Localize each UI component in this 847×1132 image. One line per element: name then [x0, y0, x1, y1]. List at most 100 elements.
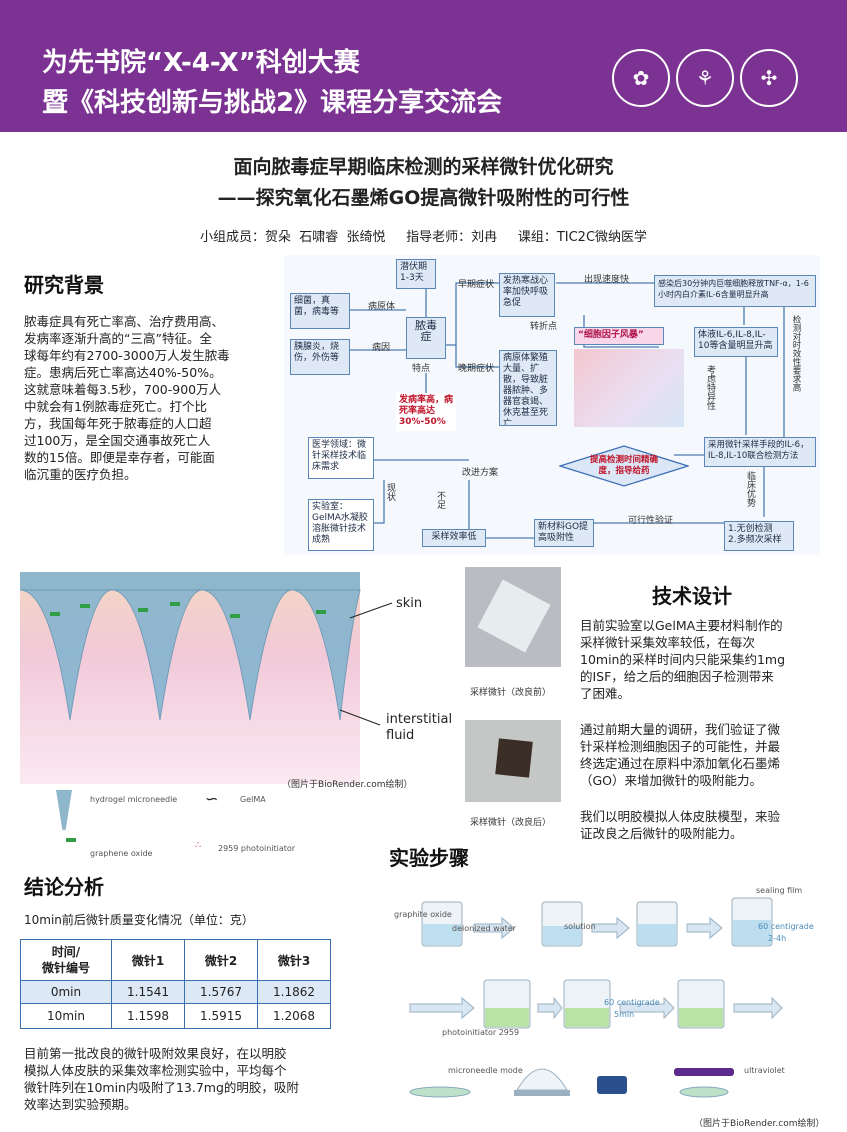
photoinitiator-legend-icon: ∴	[195, 840, 202, 851]
table-cell: 1.1541	[111, 980, 185, 1004]
sepsis-box: 脓毒症	[406, 317, 446, 359]
improve-label: 改进方案	[462, 468, 499, 478]
status-label: 现状	[385, 483, 395, 501]
legend-photoinitiator: 2959 photoinitiator	[218, 844, 296, 853]
turn-label: 转折点	[530, 322, 558, 332]
method-box: 采用微针采样手段的IL-6，IL-8,IL-10联合检测方法	[704, 437, 816, 467]
diamond-text: 提高检测时间精确度，指导给药	[589, 455, 658, 476]
table-cell: 1.1598	[111, 1003, 185, 1029]
xian-emblem-icon: ⚘	[676, 49, 734, 107]
table-row: 0min 1.1541 1.5767 1.1862	[20, 980, 331, 1004]
table-cell: 1.2068	[257, 1003, 331, 1029]
consider-label: 考虑特异性	[705, 365, 715, 410]
gelma-legend-icon: ∽	[205, 789, 219, 808]
timely-label: 检测对时效性要求高	[791, 315, 801, 392]
lab-box: 实验室：GelMA水凝胶溶胀微针技术成熟	[308, 499, 374, 551]
step-label-solution: solution	[564, 922, 596, 931]
table-header-needle2: 微针2	[184, 939, 258, 981]
medical-box: 医学领域：微针采样技术临床需求	[308, 437, 374, 479]
tnf-box: 感染后30分钟内巨噬细胞释放TNF-α，1-6小时内白介素IL-6含量明显升高	[654, 275, 816, 307]
legend-microneedle: hydrogel microneedle	[90, 795, 178, 804]
low-efficiency-box: 采样效率低	[422, 529, 486, 547]
clear-patch-icon	[477, 579, 551, 653]
step-label-mould: microneedle mode	[448, 1066, 523, 1075]
microneedle-legend-icon	[56, 790, 72, 830]
poster-subtitle: ——探究氧化石墨烯GO提高微针吸附性的可行性	[217, 187, 630, 209]
photo-after	[465, 720, 561, 802]
early-label: 早期症状	[458, 280, 495, 290]
result-table: 时间/微针编号 微针1 微针2 微针3 0min 1.1541 1.5767 1…	[20, 939, 331, 1029]
cause-box: 胰腺炎，烧伤，外伤等	[290, 339, 350, 375]
table-cell: 0min	[20, 980, 112, 1004]
late-symptom-box: 病原体繁殖大量、扩散，导致脏器脓肿、多器官衰竭、休克甚至死亡	[499, 350, 557, 426]
table-cell: 10min	[20, 1003, 112, 1029]
step-label-sealing: sealing film	[756, 886, 803, 895]
cytokine-storm-illustration	[574, 349, 684, 427]
flowchart: 细菌，真菌，病毒等 胰腺炎，烧伤，外伤等 病原体 病因 脓毒症 特点 潜伏期1-…	[284, 255, 820, 555]
early-symptom-box: 发热寒战心率加快呼吸急促	[499, 273, 555, 317]
speed-label: 出现速度快	[584, 275, 630, 285]
il-box: 体液IL-6,IL-8,IL-10等含量明显升高	[694, 327, 778, 357]
cytokine-storm-box: “细胞因子风暴”	[574, 327, 664, 345]
step-label-graphite: graphite oxide	[394, 910, 452, 919]
photo-before	[465, 567, 561, 667]
steps-graphic	[409, 897, 783, 1098]
pathogen-label: 病原体	[368, 302, 396, 312]
members-line: 小组成员：贺朵 石啸睿 张绮悦 指导老师：刘冉 课组：TIC2C微纳医学	[199, 230, 648, 245]
microneedle-diagram: skin interstitial fluid	[19, 570, 453, 790]
steps-illustration: graphite oxide deionized water solution …	[392, 880, 832, 1110]
new-material-box: 新材料GO提高吸附性	[534, 519, 594, 547]
photo-after-caption: 采样微针（改良后）	[470, 818, 552, 828]
feasibility-label: 可行性验证	[628, 516, 674, 526]
tech-paragraph-3: 我们以明胶模拟人体皮肤模型，来验证改良之后微针的吸附能力。	[580, 809, 781, 841]
event-title-line2: 暨《科技创新与挑战2》课程分享交流会	[42, 88, 503, 118]
background-heading: 研究背景	[24, 273, 104, 297]
diamond-shape	[559, 445, 689, 487]
photo-before-caption: 采样微针（改良前）	[470, 688, 552, 698]
steps-heading: 实验步骤	[389, 846, 469, 870]
university-seal-icon: ✿	[612, 49, 670, 107]
tech-paragraph-2: 通过前期大量的调研，我们验证了微针采样检测细胞因子的可能性，并最终选定通过在原料…	[580, 722, 781, 788]
table-header-needle3: 微针3	[257, 939, 331, 981]
table-caption: 10min前后微针质量变化情况（单位：克）	[24, 913, 254, 927]
graphene-legend-icon	[66, 838, 76, 842]
tech-heading: 技术设计	[652, 584, 732, 608]
table-header-row: 时间/微针编号 微针1 微针2 微针3	[20, 939, 331, 981]
step-label-60c: 60 centigrade	[758, 922, 814, 931]
step-label-5min: 5min	[614, 1010, 635, 1019]
helix-emblem-icon: ✣	[740, 49, 798, 107]
table-header-needle1: 微针1	[111, 939, 185, 981]
cause-label: 病因	[372, 343, 391, 353]
table-cell: 1.5915	[184, 1003, 258, 1029]
event-title-line1: 为先书院“X-4-X”科创大赛	[42, 48, 360, 78]
table-cell: 1.5767	[184, 980, 258, 1004]
fluid-label-1: interstitial	[386, 712, 453, 727]
late-label: 晚期症状	[458, 364, 495, 374]
step-label-60c-2: 60 centigrade	[604, 998, 660, 1007]
conclusion-heading: 结论分析	[24, 875, 104, 899]
step-label-ultraviolet: ultraviolet	[744, 1066, 785, 1075]
advantage-label: 临床优势	[745, 471, 755, 507]
conclusion-text: 目前第一批改良的微针吸附效果良好，在以明胶模拟人体皮肤的采集效率检测实验中，平均…	[24, 1046, 299, 1112]
feature-label: 特点	[412, 364, 431, 374]
poster-title: 面向脓毒症早期临床检测的采样微针优化研究	[233, 156, 614, 178]
table-row: 10min 1.1598 1.5915 1.2068	[20, 1003, 331, 1029]
legend-graphene: graphene oxide	[90, 849, 153, 858]
legend-gelma: GelMA	[240, 795, 266, 804]
incubation-box: 潜伏期1-3天	[396, 259, 436, 289]
background-text: 脓毒症具有死亡率高、治疗费用高、发病率逐渐升高的“三高”特征。全 球每年约有27…	[24, 314, 230, 482]
skin-label: skin	[396, 596, 423, 611]
step-label-photoinitiator: photoinitiator 2959	[442, 1028, 520, 1037]
step-label-2-4h: 2-4h	[768, 934, 787, 943]
shortfall-label: 不足	[435, 491, 445, 509]
pathogen-box: 细菌，真菌，病毒等	[290, 293, 350, 329]
steps-credit: （图片于BioRender.com绘制）	[694, 1119, 825, 1129]
skin-illustration	[19, 572, 393, 784]
diagram-credit: （图片于BioRender.com绘制）	[282, 780, 413, 790]
dark-patch-icon	[495, 738, 533, 778]
fluid-label-2: fluid	[386, 728, 415, 743]
table-header-time: 时间/微针编号	[20, 939, 112, 981]
